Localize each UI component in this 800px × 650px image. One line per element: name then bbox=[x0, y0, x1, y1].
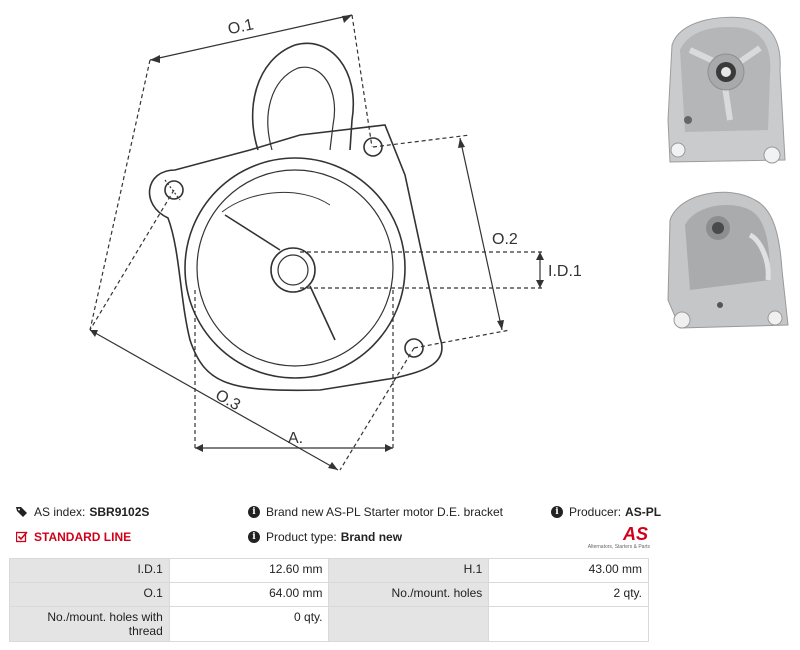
spec-label: O.1 bbox=[9, 582, 170, 607]
as-pl-logo: AS Alternators, Starters & Parts bbox=[588, 524, 650, 552]
loop-outline bbox=[251, 42, 355, 151]
spec-value: 64.00 mm bbox=[168, 582, 330, 607]
spec-label bbox=[328, 606, 490, 642]
description: i Brand new AS-PL Starter motor D.E. bra… bbox=[248, 505, 503, 519]
spec-label: No./mount. holes bbox=[328, 582, 490, 607]
product-type: i Product type: Brand new bbox=[248, 530, 402, 544]
spec-value bbox=[488, 606, 649, 642]
description-text: Brand new AS-PL Starter motor D.E. brack… bbox=[266, 505, 503, 519]
info-icon: i bbox=[551, 506, 563, 518]
info-icon: i bbox=[248, 506, 260, 518]
product-photo-front bbox=[667, 16, 786, 164]
spec-label: No./mount. holes with thread bbox=[9, 606, 170, 642]
technical-drawing: O.1 O.2 I.D.1 O.3 A. bbox=[89, 14, 582, 471]
standard-line: STANDARD LINE bbox=[16, 530, 131, 544]
product-photo-back bbox=[667, 191, 789, 329]
table-row: I.D.1 12.60 mm H.1 43.00 mm bbox=[9, 558, 649, 583]
spec-value: 12.60 mm bbox=[168, 558, 330, 583]
spec-label: I.D.1 bbox=[9, 558, 170, 583]
producer: i Producer: AS-PL bbox=[551, 505, 661, 519]
checkbox-icon bbox=[16, 531, 28, 543]
label-a: A. bbox=[288, 430, 303, 447]
producer-label: Producer: bbox=[569, 505, 622, 519]
standard-line-label: STANDARD LINE bbox=[34, 530, 132, 544]
spec-value: 2 qty. bbox=[488, 582, 649, 607]
flange-outline bbox=[148, 124, 443, 392]
spec-value: 0 qty. bbox=[168, 606, 330, 642]
label-o3: O.3 bbox=[212, 387, 243, 415]
info-icon: i bbox=[248, 531, 260, 543]
table-row: O.1 64.00 mm No./mount. holes 2 qty. bbox=[9, 582, 649, 607]
as-index-label: AS index: bbox=[34, 505, 86, 519]
spec-value: 43.00 mm bbox=[488, 558, 649, 583]
label-o1: O.1 bbox=[226, 16, 255, 38]
product-type-value: Brand new bbox=[340, 530, 403, 544]
label-id1: I.D.1 bbox=[548, 263, 582, 280]
label-o2: O.2 bbox=[492, 231, 518, 248]
logo-text: AS bbox=[622, 524, 648, 544]
specs-table: I.D.1 12.60 mm H.1 43.00 mm O.1 64.00 mm… bbox=[9, 558, 649, 642]
table-row: No./mount. holes with thread 0 qty. bbox=[9, 606, 649, 642]
spec-label: H.1 bbox=[328, 558, 490, 583]
logo-tagline: Alternators, Starters & Parts bbox=[587, 544, 650, 550]
as-index-value: SBR9102S bbox=[89, 505, 150, 519]
as-index: AS index: SBR9102S bbox=[16, 505, 149, 519]
product-type-label: Product type: bbox=[266, 530, 337, 544]
producer-value: AS-PL bbox=[625, 505, 662, 519]
tags-icon bbox=[16, 507, 27, 517]
